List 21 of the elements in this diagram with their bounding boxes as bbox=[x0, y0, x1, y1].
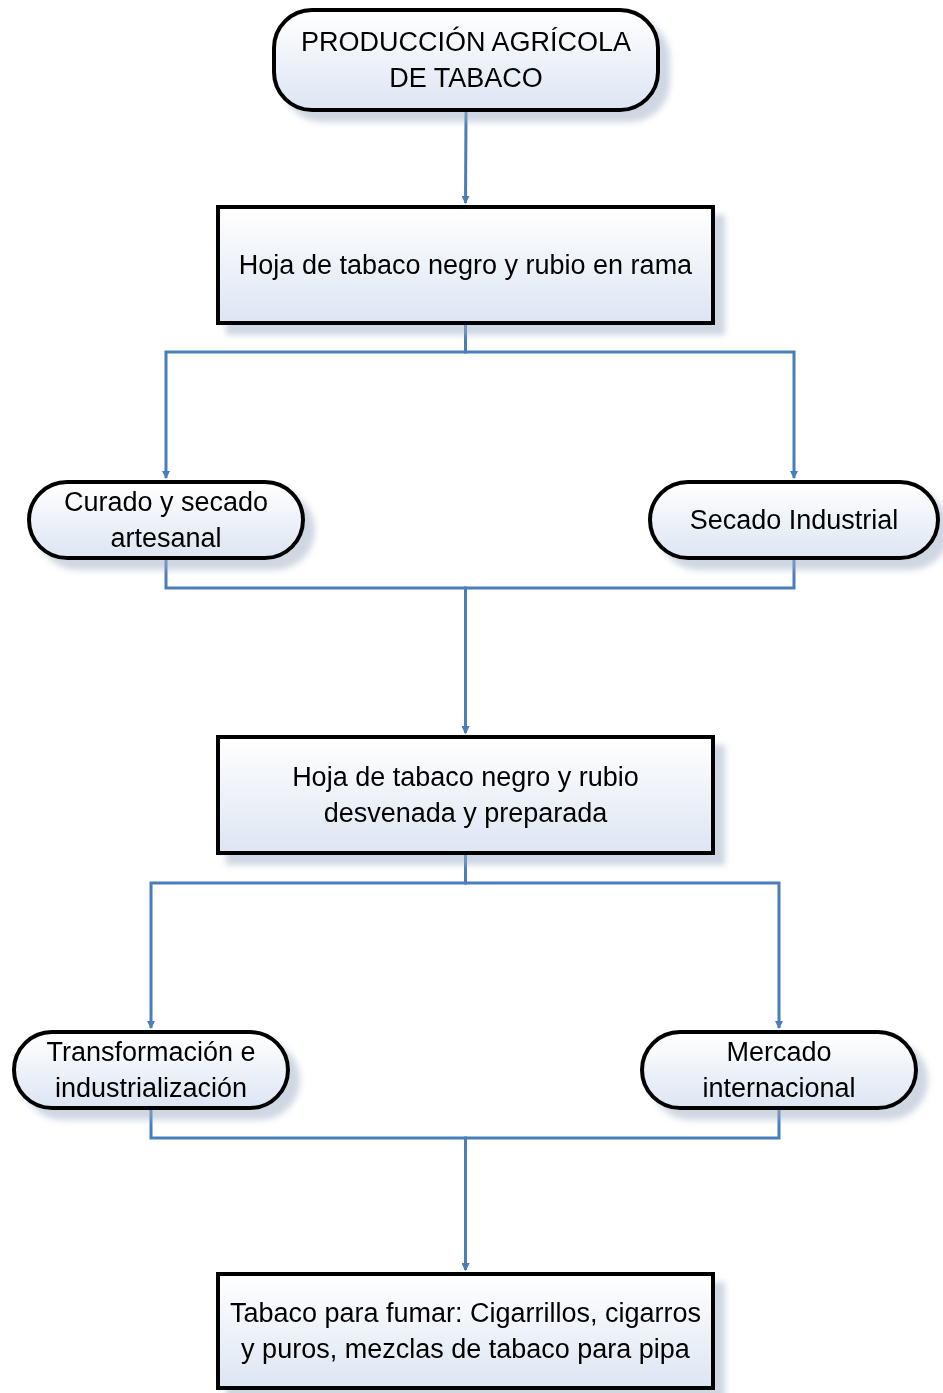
arrow bbox=[461, 1110, 781, 1271]
terminator-box bbox=[648, 480, 940, 560]
node-label: Hoja de tabaco negro y rubio desvenada y preparada bbox=[291, 761, 640, 830]
node-label: Secado Industrial bbox=[689, 504, 899, 537]
arrow bbox=[461, 112, 470, 204]
arrow bbox=[464, 325, 798, 479]
arrow bbox=[464, 855, 783, 1029]
node-label: Hoja de tabaco negro y rubio en rama bbox=[238, 249, 693, 282]
node-label: Transformación e industrialización bbox=[45, 1036, 257, 1105]
node-label: Curado y secado artesanal bbox=[62, 486, 270, 555]
terminator-box bbox=[272, 8, 660, 112]
node-label: Mercado internacional bbox=[701, 1036, 857, 1105]
terminator-box bbox=[640, 1030, 918, 1110]
process-box bbox=[216, 1272, 715, 1390]
terminator-box bbox=[27, 480, 305, 560]
arrow bbox=[461, 560, 796, 734]
process-box bbox=[216, 735, 715, 855]
terminator-box bbox=[12, 1030, 290, 1110]
node-label: PRODUCCIÓN AGRÍCOLA DE TABACO bbox=[299, 25, 633, 95]
node-label: Tabaco para fumar: Cigarrillos, cigarros y puros, mezclas de tabaco para pipa bbox=[228, 1297, 703, 1366]
process-box bbox=[216, 205, 715, 325]
